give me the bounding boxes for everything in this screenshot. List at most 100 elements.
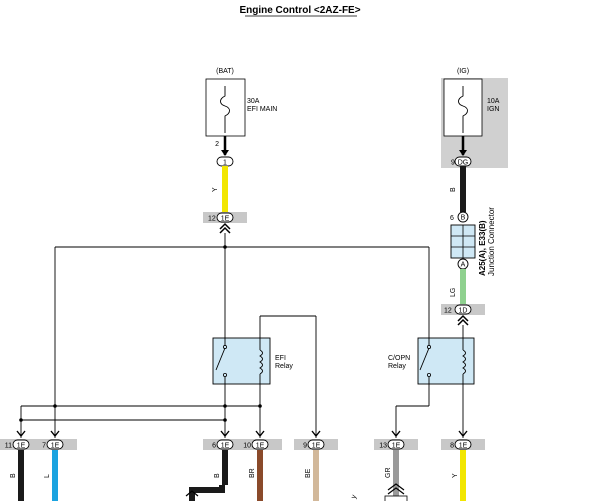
pin-bottom-num-3: 10 [243,443,251,450]
wire-bottom-5 [393,450,399,496]
connector-bottom-0 [12,439,30,450]
efi-coil [259,349,263,375]
connector-bottom-id-1: 1E [51,443,60,450]
pin-bottom-num-6: 8 [450,443,454,450]
connector-bottom-5 [387,439,405,450]
copn-coil [462,349,466,375]
connector-1d-id: 1D [459,308,468,315]
connector-bottom-id-5: 1E [392,443,401,450]
mate-chevron-top-2 [219,226,231,234]
copn-relay-label-2: Relay [388,363,406,370]
pin-bottom-num-2: 6 [212,443,216,450]
pin-bottom-num-0: 11 [5,443,12,450]
pin-1d-num: 12 [444,308,452,315]
fuse-ign-name: IGN [487,106,499,113]
chevron-bottom-6 [458,430,468,438]
connector-bottom-1 [46,439,64,450]
wire-bottom-label-2: B [214,473,221,478]
chevron-bottom-5 [391,430,401,438]
connector-1e-top [216,212,234,223]
pin-bottom-num-4: 9 [303,443,307,450]
chevron-bottom-1 [50,430,60,438]
splice-bus [223,245,227,249]
wire-bottom-label-6: Y [452,473,459,478]
copn-relay-box [417,337,475,385]
pin-1e-top-num: 12 [208,216,216,223]
wire-bottom-6 [460,450,466,501]
chevron-bottom-0 [16,430,26,438]
arrow-ign [459,150,467,156]
fuse-main-name: EFI MAIN [247,106,277,113]
connector-bottom-id-3: 1E [256,443,265,450]
pin-b-num: 6 [450,215,454,222]
efi-relay-label-2: Relay [275,363,293,370]
connector-1-id: 1 [223,160,227,167]
splice-lower-3 [258,404,262,408]
wire-light-green [460,269,466,304]
ig-label: (IG) [457,68,469,75]
copn-relay-label-1: C/OPN [388,355,410,362]
connector-bottom-id-2: 1E [221,443,230,450]
connector-bottom-4 [307,439,325,450]
wire-bottom-4 [313,450,319,501]
fuse-main-pin: 2 [215,141,219,148]
wire-bottom-label-1: L [44,474,51,478]
efi-switch-arm [215,347,226,371]
connector-1e-top-id: 1E [221,216,230,223]
wire-bottom-label-0: B [10,473,17,478]
efi-relay-box [212,337,271,385]
junction-code: A25(A), E33(B) [478,220,487,276]
fuse-box-main [205,78,246,137]
pin-dg-num: 9 [451,160,455,167]
pin-bottom-num-5: 13 [379,443,387,450]
gr-chevron-1 [387,483,405,491]
fuse-symbol-main [220,86,230,133]
wire-bottom-0 [18,450,24,501]
efi-contact-bottom [222,372,227,377]
wire-black-bend [189,485,225,501]
efi-relay-label-1: EFI [275,355,286,362]
connector-a-id: A [461,262,466,269]
bend-chevron [185,490,199,497]
connector-bottom-id-4: 1E [312,443,321,450]
splice-lower-5 [223,418,227,422]
fuse-symbol-ign [458,86,468,133]
chevron-bottom-2 [220,430,230,438]
fuse-ign-amp: 10A [487,98,500,105]
gr-chevron-2 [387,487,405,495]
mate-chevron-top [219,222,231,230]
pin-bottom-num-1: 7 [42,443,46,450]
splice-lower-1 [223,404,227,408]
connector-bottom-6 [454,439,472,450]
copn-switch-arm [419,347,430,371]
arrow-main [221,150,229,156]
junction-name: Junction Connector [487,207,496,276]
partial-label: y [350,494,358,500]
connector-bottom-3 [251,439,269,450]
chevron-bottom-4 [311,430,321,438]
mate-chevron-1d [457,314,469,322]
wire-black-mid [460,166,466,212]
wire-label-lg: LG [450,288,457,297]
fuse-main-amp: 30A [247,98,260,105]
connector-b-id: B [461,215,466,222]
wire-bottom-2 [222,450,228,485]
bat-label: (BAT) [216,68,234,75]
wire-bottom-label-4: BE [305,468,312,478]
wire-bottom-label-5: GR [385,468,392,479]
wire-label-y-top: Y [212,187,219,192]
wire-bottom-1 [52,450,58,501]
wire-yellow-top [222,166,228,213]
gr-connector-partial [384,495,408,501]
connector-b [457,211,469,223]
mate-chevron-1d-2 [457,318,469,326]
copn-contact-bottom [426,372,431,377]
connector-1d [454,304,472,315]
connector-bottom-id-6: 1E [459,443,468,450]
chevron-bottom-3 [255,430,265,438]
wire-bottom-label-3: BR [249,468,256,478]
page-title: Engine Control <2AZ-FE> [239,5,360,16]
